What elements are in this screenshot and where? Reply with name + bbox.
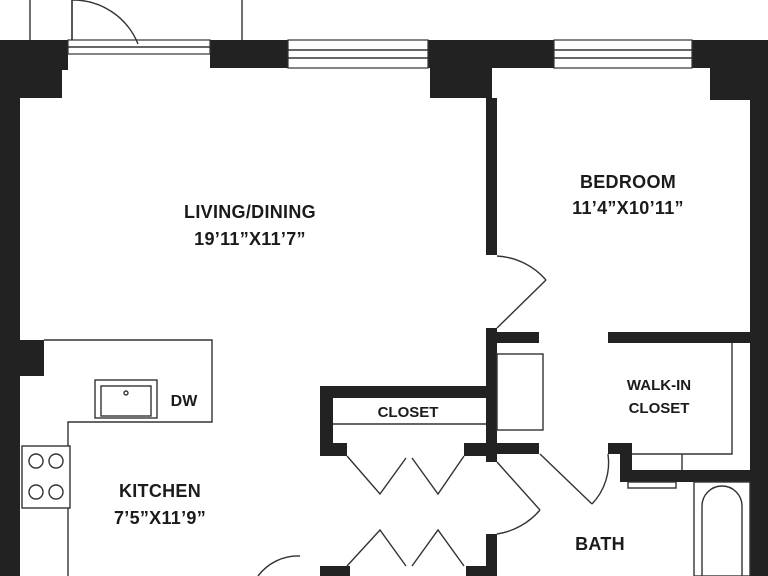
bathtub-icon xyxy=(693,481,751,576)
linen-cabinet xyxy=(496,353,544,431)
sink-icon xyxy=(94,379,158,419)
closet-bifold-doors xyxy=(346,455,465,567)
walk-in-shelf xyxy=(632,343,733,470)
walk-in-closet-name-line2: CLOSET xyxy=(629,400,690,417)
kitchen-size: 7’5”X11’9” xyxy=(114,508,206,528)
windows xyxy=(67,39,693,69)
walk-in-closet-name-line1: WALK-IN xyxy=(627,377,691,394)
room-labels: LIVING/DINING 19’11”X11’7” BEDROOM 11’4”… xyxy=(114,172,691,554)
interior-walls xyxy=(320,98,750,576)
closet-name: CLOSET xyxy=(378,404,439,421)
dishwasher-label: DW xyxy=(171,393,199,410)
living-room-name: LIVING/DINING xyxy=(184,202,316,222)
bath-vanity xyxy=(627,481,677,489)
kitchen-name: KITCHEN xyxy=(119,481,201,501)
balcony-outline xyxy=(29,0,243,40)
door-swings xyxy=(71,0,610,576)
exterior-walls xyxy=(0,40,768,576)
bath-name: BATH xyxy=(575,534,625,554)
bedroom-size: 11’4”X10’11” xyxy=(572,198,684,218)
living-room-size: 19’11”X11’7” xyxy=(194,229,306,249)
stove-icon xyxy=(21,445,71,509)
bedroom-name: BEDROOM xyxy=(580,172,676,192)
